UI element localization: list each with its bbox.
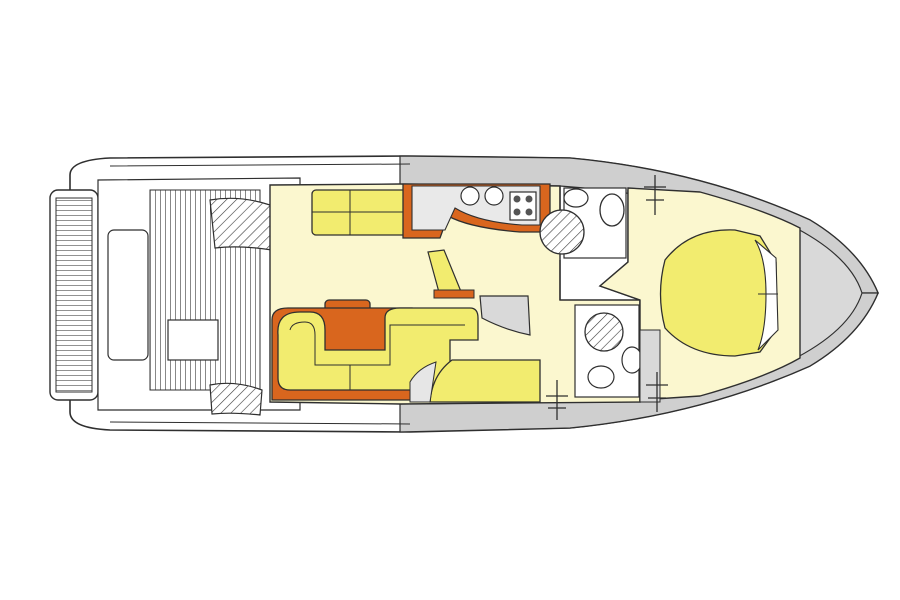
dinette-cushion-lines: [289, 321, 465, 366]
toilet-icon: [599, 193, 625, 227]
toilet-icon: [621, 346, 643, 374]
mast-mark-icon: [546, 380, 568, 420]
companionway-steps: [209, 197, 273, 251]
transom-teak: [55, 197, 93, 393]
cockpit-table: [167, 319, 219, 361]
guest-berth-step: [409, 361, 437, 403]
shower-icon: [539, 209, 585, 255]
shower-icon: [584, 312, 624, 352]
rub-rail: [109, 163, 411, 425]
hob-icon: [509, 191, 537, 221]
sink-icon: [563, 188, 589, 208]
berth-pillows: [754, 239, 779, 351]
aft-steps: [209, 382, 263, 416]
forward-cabin-step: [639, 329, 661, 403]
galley-counter: [411, 185, 541, 231]
master-berth: [659, 229, 777, 357]
mast-mark-icon: [646, 372, 668, 412]
helm-console: [433, 289, 475, 299]
mast-mark-icon: [644, 175, 666, 215]
sink-icon: [460, 186, 480, 206]
aft-bench: [107, 229, 149, 361]
guest-berth: [429, 359, 541, 403]
sink-icon: [587, 365, 615, 389]
sink-icon: [484, 186, 504, 206]
anchor-locker: [789, 224, 863, 362]
saloon-step: [479, 295, 531, 336]
